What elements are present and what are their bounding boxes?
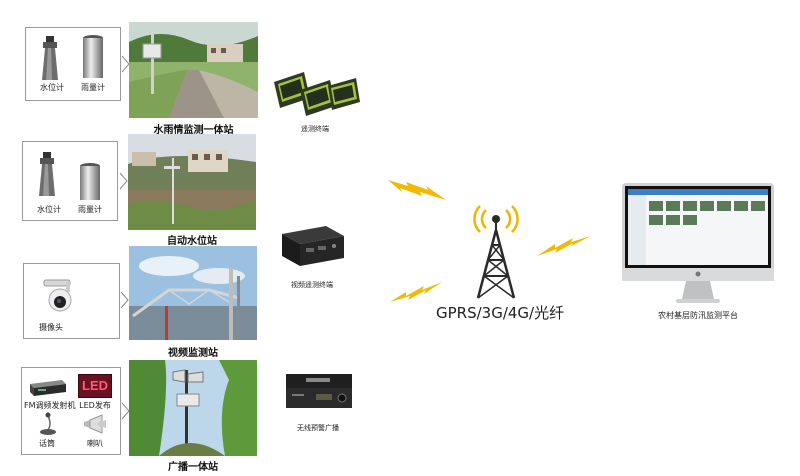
station-3-caption: 视频监测站 <box>168 348 218 359</box>
station-3-sensor-box: 摄像头 <box>23 263 120 339</box>
station-2-sensor-label-2: 雨量计 <box>78 205 102 214</box>
broadcast-device-icon <box>286 374 352 408</box>
station-4-photo <box>129 360 257 456</box>
lightning-icon <box>537 236 591 256</box>
station-1-photo <box>129 22 258 118</box>
rain-gauge-icon <box>80 163 100 200</box>
rain-gauge-icon <box>83 35 103 78</box>
platform-label: 农村基层防汛监测平台 <box>658 311 738 320</box>
network-label: GPRS/3G/4G/光纤 <box>436 304 565 322</box>
station-4-sensor-box: LED FM调频发射机 LED发布 话筒 喇叭 <box>21 367 121 455</box>
monitor-icon <box>622 183 774 303</box>
speaker-icon <box>84 414 106 434</box>
station-2-sensor-box: 水位计 雨量计 <box>22 141 118 221</box>
station-2-device-label: 视频遥测终端 <box>291 281 333 289</box>
station-4-sensor-label-3: 话筒 <box>39 439 55 448</box>
microphone-icon <box>40 412 56 435</box>
lightning-icon <box>388 180 446 200</box>
video-terminal-icon <box>282 226 344 266</box>
telemetry-terminal-icon <box>274 72 360 116</box>
station-4-caption: 广播一体站 <box>168 462 218 473</box>
station-1-sensor-label-2: 雨量计 <box>81 83 105 92</box>
camera-icon <box>43 279 72 312</box>
station-1-sensor-label-1: 水位计 <box>40 83 64 92</box>
water-level-meter-icon <box>39 152 55 196</box>
fm-transmitter-icon <box>30 380 66 396</box>
tower-icon <box>473 205 519 299</box>
station-2-sensor-label-1: 水位计 <box>37 205 61 214</box>
station-3-sensor-label-1: 摄像头 <box>39 323 63 332</box>
station-4-device-label: 无线预警广播 <box>297 424 339 432</box>
station-1-device-label: 遥测终端 <box>301 125 329 133</box>
station-2-photo <box>128 134 256 230</box>
station-2-caption: 自动水位站 <box>167 236 217 247</box>
lightning-icon <box>390 282 442 302</box>
water-level-meter-icon <box>42 36 58 80</box>
station-3-photo <box>129 246 257 340</box>
station-1-sensor-box: 水位计 雨量计 <box>25 27 121 101</box>
led-display-text: LED <box>82 378 108 393</box>
station-4-sensor-label-2: LED发布 <box>79 401 111 410</box>
station-1-caption: 水雨情监测一体站 <box>153 125 234 136</box>
station-4-sensor-label-1: FM调频发射机 <box>24 401 76 410</box>
station-4-sensor-label-4: 喇叭 <box>87 439 103 448</box>
led-display-icon: LED <box>78 374 112 398</box>
